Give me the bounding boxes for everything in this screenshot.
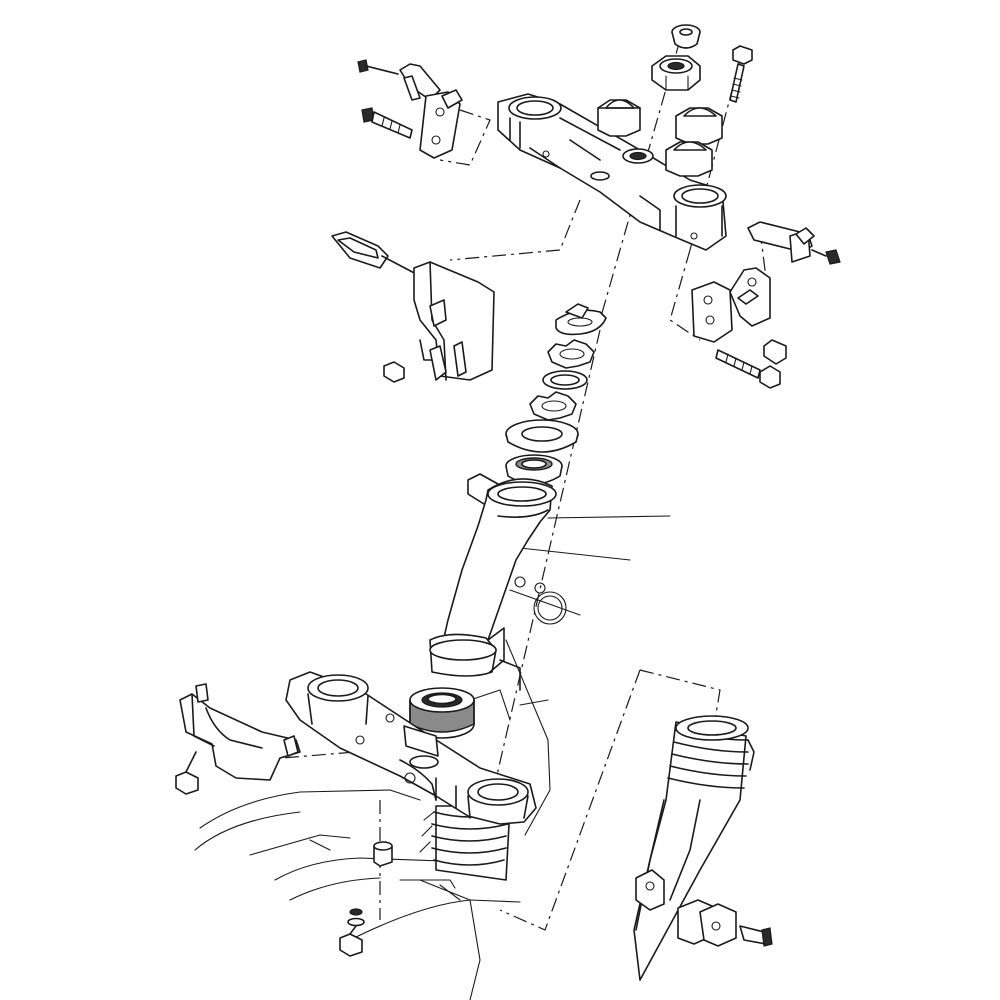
collar	[373, 841, 393, 867]
handlebar-holder-lower-right	[665, 107, 723, 177]
fork-boot	[419, 805, 511, 881]
upper-triple-clamp	[497, 93, 727, 251]
lower-washers	[339, 908, 365, 957]
brake-hose-holder	[635, 869, 773, 947]
brake-hose-guide	[175, 683, 301, 795]
stem-nut	[651, 55, 701, 91]
locknut-lower	[529, 391, 577, 421]
rubber-washer	[542, 370, 588, 390]
handlebar-holder-bolt	[729, 45, 753, 103]
lower-triple-clamp	[285, 671, 537, 825]
handlebar-holder-lower-left	[597, 99, 641, 137]
frame-outline	[194, 515, 671, 1000]
steering-head-pipe	[429, 473, 557, 691]
locknut-upper	[547, 339, 595, 369]
dust-cover	[505, 419, 579, 453]
cable-guide-right	[691, 221, 841, 389]
headlight-bracket	[331, 231, 495, 383]
stem-nut-washer	[671, 24, 701, 49]
lower-bearing	[409, 687, 475, 739]
upper-bearing	[505, 454, 563, 485]
front-fork-leg	[633, 715, 755, 981]
lock-washer	[555, 303, 607, 336]
brake-hose-bracket-left	[357, 59, 463, 159]
